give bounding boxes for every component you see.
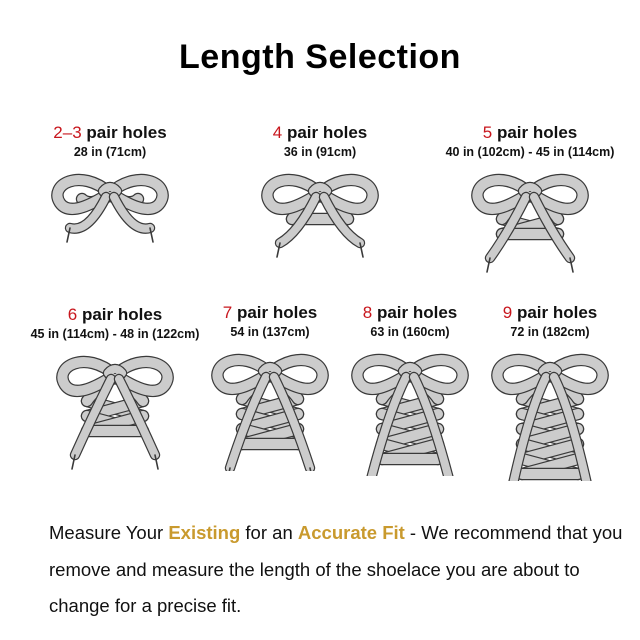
option-title: 2–3 pair holes [45, 123, 175, 143]
lace-length: 40 in (102cm) - 45 in (114cm) [445, 145, 615, 159]
hole-count: 9 [502, 303, 513, 322]
option-6-pair: 6 pair holes 45 in (114cm) - 48 in (122c… [20, 305, 210, 473]
hole-label: pair holes [86, 123, 167, 142]
option-8-pair: 8 pair holes 63 in (160cm) [345, 303, 475, 476]
page-title: Length Selection [179, 38, 461, 76]
shoelace-4-pair-icon [261, 173, 379, 258]
lace-length: 72 in (182cm) [510, 325, 590, 339]
hole-count: 4 [272, 123, 283, 142]
shoelace-7-pair-icon [211, 353, 329, 471]
shoelace-8-pair-icon [351, 353, 469, 476]
lace-length: 54 in (137cm) [230, 325, 310, 339]
hole-label: pair holes [496, 123, 578, 142]
measure-note: Measure Your Existing for an Accurate Fi… [49, 515, 629, 625]
lace-length: 63 in (160cm) [370, 325, 450, 339]
note-highlight-existing: Existing [168, 522, 241, 543]
hole-count: 7 [222, 303, 233, 322]
hole-label: pair holes [376, 303, 458, 322]
hole-label: pair holes [286, 123, 368, 142]
hole-count: 2–3 [53, 123, 82, 142]
option-title: 5 pair holes [430, 123, 630, 143]
hole-label: pair holes [516, 303, 598, 322]
option-title: 7 pair holes [205, 303, 335, 323]
option-5-pair: 5 pair holes 40 in (102cm) - 45 in (114c… [430, 123, 630, 291]
note-text: Measure Your [49, 522, 169, 543]
note-text: for an [240, 522, 298, 543]
hole-count: 5 [482, 123, 493, 142]
shoelace-6-pair-icon [56, 355, 174, 470]
lace-length: 45 in (114cm) - 48 in (122cm) [30, 327, 200, 341]
hole-count: 8 [362, 303, 373, 322]
option-title: 6 pair holes [20, 305, 210, 325]
option-title: 9 pair holes [485, 303, 615, 323]
hole-label: pair holes [236, 303, 318, 322]
shoelace-9-pair-icon [491, 353, 609, 481]
option-4-pair: 4 pair holes 36 in (91cm) [255, 123, 385, 291]
option-title: 4 pair holes [255, 123, 385, 143]
lace-length: 28 in (71cm) [73, 145, 147, 159]
hole-count: 6 [67, 305, 78, 324]
shoelace-2-3-pair-icon [51, 173, 169, 243]
option-title: 8 pair holes [345, 303, 475, 323]
lace-length: 36 in (91cm) [283, 145, 357, 159]
option-7-pair: 7 pair holes 54 in (137cm) [205, 303, 335, 471]
option-2-3-pair: 2–3 pair holes 28 in (71cm) [45, 123, 175, 291]
note-highlight-accurate-fit: Accurate Fit [297, 522, 405, 543]
hole-label: pair holes [81, 305, 163, 324]
option-9-pair: 9 pair holes 72 in (182cm) [485, 303, 615, 481]
note-text: - We recommend that you remove and measu… [49, 522, 623, 616]
shoelace-5-pair-icon [471, 173, 589, 273]
